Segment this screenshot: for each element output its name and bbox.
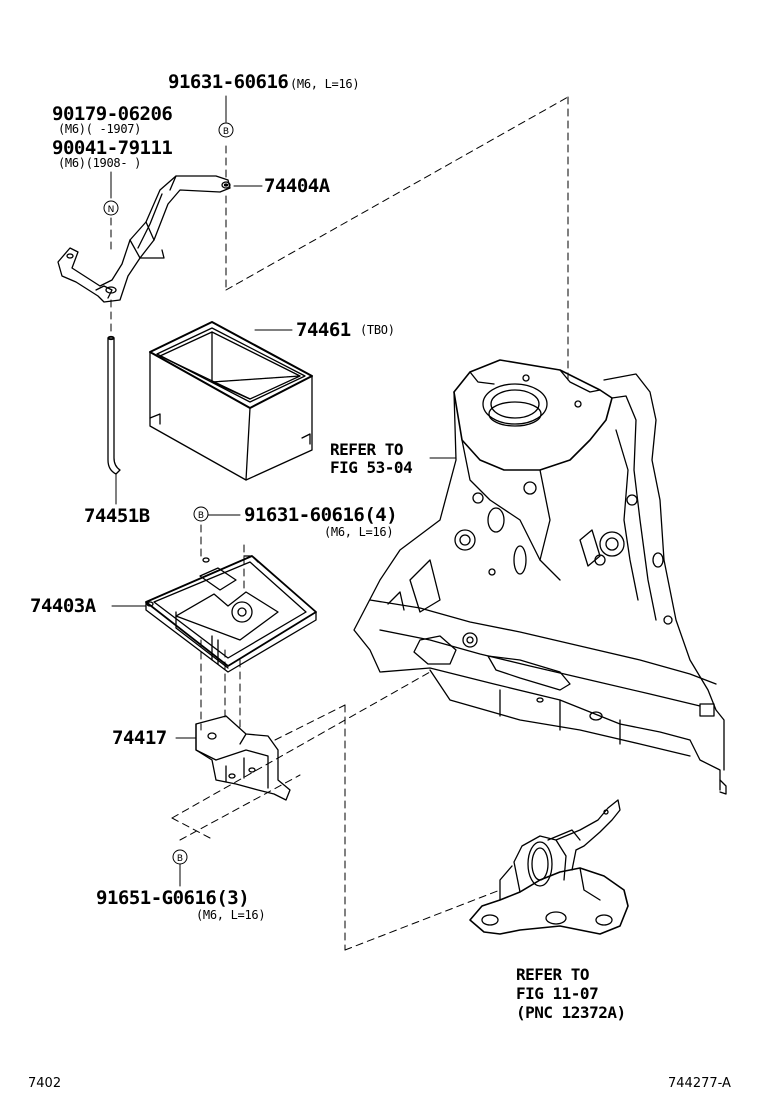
bolt-a-spec: (M6)( -1907) [58,122,142,136]
marker-n: N [103,200,119,216]
marker-b-bottom-text: B [177,854,183,864]
bolt-bottom-spec: (M6, L=16) [196,908,266,922]
battery-clamp-74404a[interactable] [57,175,231,303]
battery-bracket-74417[interactable] [195,715,291,801]
tray-part-number[interactable]: 74403A [30,595,96,617]
mount-ref-line2[interactable]: FIG 11-07 [516,984,599,1003]
label-bolt-top[interactable]: 91631-60616 [168,71,289,93]
mount-ref-line1: REFER TO [516,965,590,984]
box-part-number[interactable]: 74461 [296,319,351,341]
marker-b-mid: B [193,506,209,522]
body-ref-line1: REFER TO [330,440,404,459]
body-ref-line2[interactable]: FIG 53-04 [330,458,413,477]
clamp-part-number[interactable]: 74404A [264,175,330,197]
leader-lines [110,95,457,887]
box-spec: (TBO) [360,323,395,337]
bolt-top-spec: (M6, L=16) [290,77,360,91]
engine-mount-assembly [469,799,629,935]
marker-b-top: B [218,122,234,138]
marker-n-text: N [108,205,115,215]
illustration-code: 744277-A [668,1076,731,1091]
marker-b-mid-text: B [198,511,204,521]
bolt-b-spec: (M6)(1908- ) [58,156,142,170]
bolt-bottom-part-number[interactable]: 91651-G0616(3) [96,887,250,909]
section-code: 7402 [28,1076,62,1091]
bolt-b-part-number[interactable]: 90041-79111 [52,137,173,159]
marker-b-bottom: B [172,849,188,865]
assembly-dashed-lines [110,96,569,951]
vehicle-front-body-structure [353,359,727,795]
bolt-a-part-number[interactable]: 90179-06206 [52,103,173,125]
bolt-mid-spec: (M6, L=16) [324,525,394,539]
hold-down-rod-74451b[interactable] [107,335,121,475]
battery-tray-74403a[interactable] [145,555,317,673]
mount-ref-line3: (PNC 12372A) [516,1003,626,1022]
battery-box-74461[interactable] [149,321,313,481]
marker-b-top-text: B [223,127,229,137]
rod-part-number[interactable]: 74451B [84,505,150,527]
bracket-part-number[interactable]: 74417 [112,727,167,749]
bolt-top-part-number[interactable]: 91631-60616 [168,71,289,93]
bolt-mid-part-number[interactable]: 91631-60616(4) [244,504,398,526]
